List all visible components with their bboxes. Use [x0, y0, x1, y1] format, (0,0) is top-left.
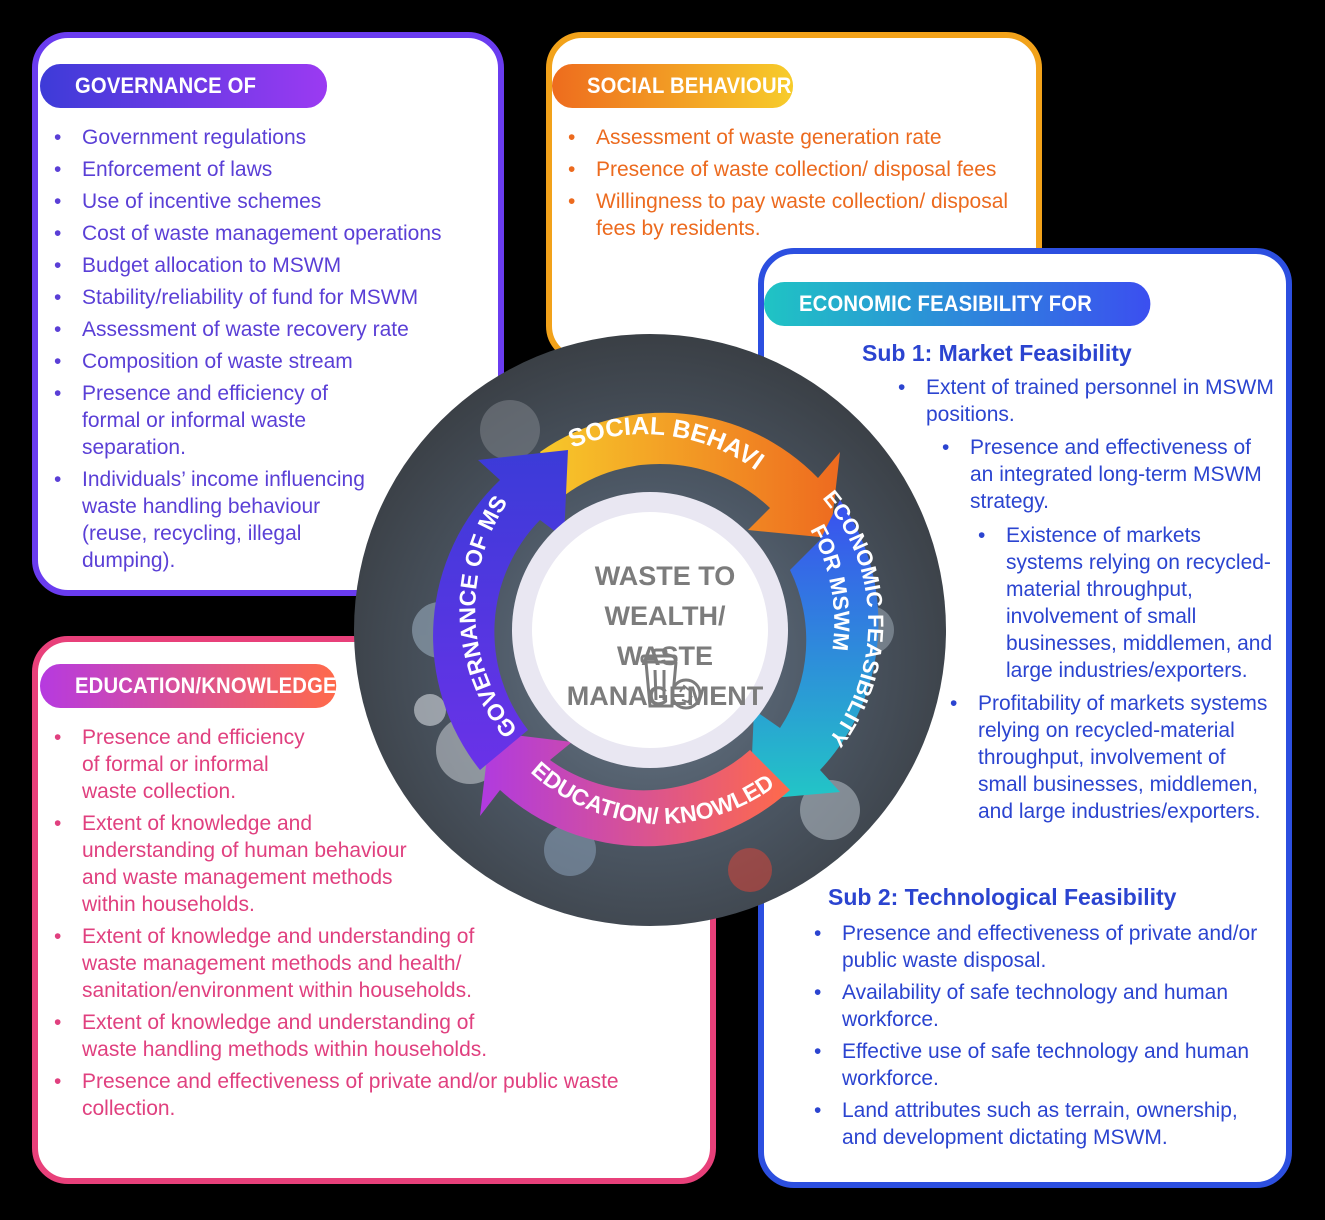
market-feasibility-heading: Sub 1: Market Feasibility — [862, 340, 1132, 366]
list-item: Government regulations — [34, 124, 474, 151]
list-item: Presence and effectiveness of private an… — [794, 920, 1264, 974]
segment-social — [540, 412, 840, 538]
list-item: Assessment of waste recovery rate — [34, 316, 474, 343]
cycle-wheel: SOCIAL BEHAVIOUR GOVERNANCE OF MSWM EDUC… — [350, 330, 946, 926]
list-item: Extent of trained personnel in MSWM posi… — [878, 374, 1278, 428]
list-item: Profitability of markets systems relying… — [930, 690, 1270, 825]
social-title: SOCIAL BEHAVIOUR — [552, 64, 794, 108]
list-item: Use of incentive schemes — [34, 188, 474, 215]
governance-list: Government regulations Enforcement of la… — [34, 124, 474, 579]
list-item: Extent of knowledge and understanding of… — [34, 923, 522, 1004]
list-item: Extent of knowledge and understanding of… — [34, 810, 442, 918]
list-item: Presence and effectiveness of an integra… — [922, 434, 1272, 515]
list-item: Extent of knowledge and understanding of… — [34, 1009, 522, 1063]
economic-title: ECONOMIC FEASIBILITY FOR MSWM — [764, 282, 1151, 360]
technology-list: Presence and effectiveness of private an… — [794, 920, 1264, 1156]
list-item: Presence of waste collection/ disposal f… — [548, 156, 1028, 183]
list-item: Stability/reliability of fund for MSWM — [34, 284, 474, 311]
center-title-line2: WASTE MANAGEMENT — [566, 641, 764, 711]
governance-title: GOVERNANCE OF MSWM — [40, 64, 328, 142]
technological-feasibility-heading: Sub 2: Technological Feasibility — [828, 884, 1177, 910]
market-list-4: Profitability of markets systems relying… — [930, 690, 1270, 830]
center-title: WASTE TO WEALTH/ WASTE MANAGEMENT — [540, 556, 790, 716]
segment-economic — [750, 500, 879, 800]
list-item: Composition of waste stream — [34, 348, 474, 375]
list-item: Land attributes such as terrain, ownersh… — [794, 1097, 1264, 1151]
education-list: Presence and efficiency of formal or inf… — [34, 724, 654, 1127]
list-item: Willingness to pay waste collection/ dis… — [548, 188, 1028, 242]
social-list: Assessment of waste generation rate Pres… — [548, 124, 1028, 247]
list-item: Individuals’ income influencing waste ha… — [34, 466, 382, 574]
education-title: EDUCATION/KNOWLEDGE — [40, 664, 337, 708]
segment-governance — [433, 450, 568, 770]
inner-core — [532, 512, 768, 748]
list-item: Presence and efficiency of formal or inf… — [34, 724, 322, 805]
list-item: Availability of safe technology and huma… — [794, 979, 1264, 1033]
market-list-3: Existence of markets systems relying on … — [958, 522, 1282, 689]
market-list-2: Presence and effectiveness of an integra… — [922, 434, 1272, 520]
center-title-line1: WASTE TO WEALTH/ — [594, 561, 736, 631]
recycle-bin-icon — [640, 648, 702, 710]
list-item: Presence and efficiency of formal or inf… — [34, 380, 382, 461]
list-item: Assessment of waste generation rate — [548, 124, 1028, 151]
list-item: Existence of markets systems relying on … — [958, 522, 1282, 684]
list-item: Budget allocation to MSWM — [34, 252, 474, 279]
list-item: Enforcement of laws — [34, 156, 474, 183]
list-item: Cost of waste management operations — [34, 220, 474, 247]
segment-education — [480, 732, 790, 847]
list-item: Effective use of safe technology and hum… — [794, 1038, 1264, 1092]
list-item: Presence and effectiveness of private an… — [34, 1068, 642, 1122]
market-list-1: Extent of trained personnel in MSWM posi… — [878, 374, 1278, 433]
